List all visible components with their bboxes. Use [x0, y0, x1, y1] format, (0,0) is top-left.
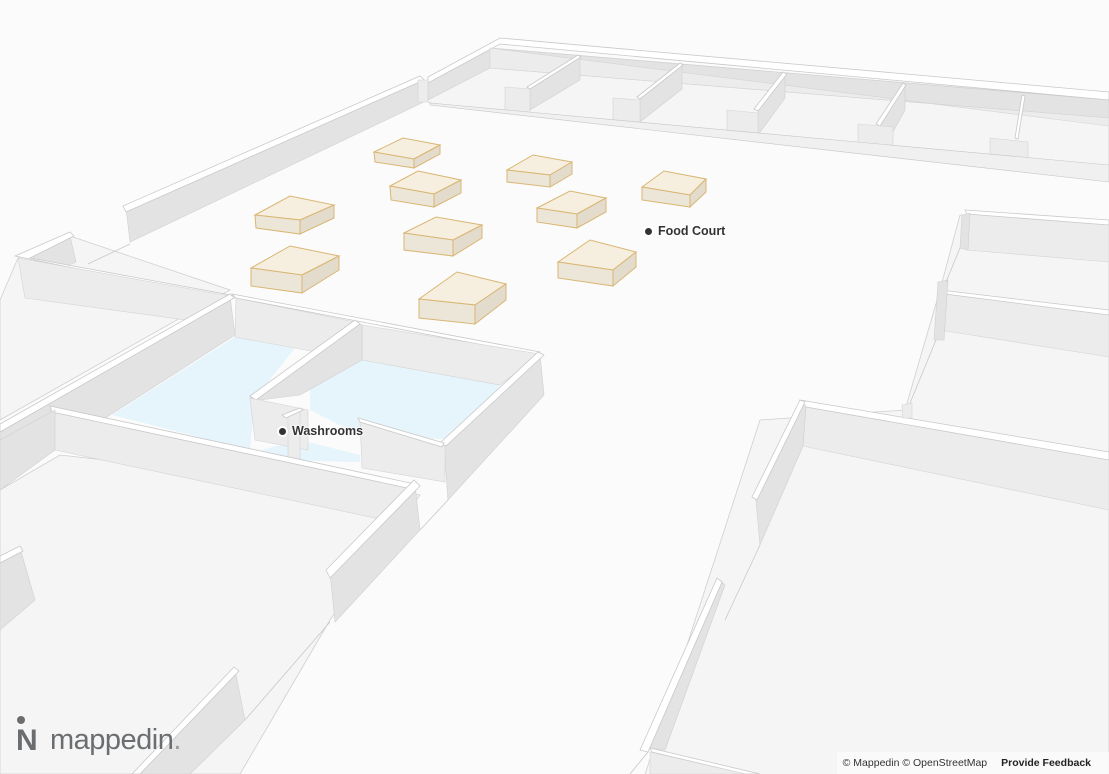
mappedin-logo: N mappedin. [16, 716, 181, 756]
attribution-bar: © Mappedin © OpenStreetMap Provide Feedb… [836, 752, 1109, 774]
walls-southwest [0, 545, 331, 774]
kiosk-9[interactable] [556, 239, 638, 288]
kiosk-7[interactable] [535, 190, 608, 229]
map-label-washrooms[interactable]: Washrooms [279, 424, 363, 438]
walls-east [629, 209, 1109, 774]
label-text: Washrooms [292, 424, 364, 438]
provide-feedback-link[interactable]: Provide Feedback [1001, 757, 1091, 769]
store-dividers-top [429, 54, 1109, 183]
wall-northwest [122, 75, 429, 243]
logo-wordmark: mappedin [50, 724, 174, 756]
mappedin-logo-icon: N [16, 716, 42, 756]
washroom-walls [0, 293, 545, 623]
map-label-food-court[interactable]: Food Court [645, 224, 725, 238]
washroom-floors [112, 337, 500, 462]
label-text: Food Court [658, 224, 726, 238]
kiosk-6[interactable] [402, 216, 484, 257]
kiosk-2[interactable] [388, 170, 463, 208]
kiosk-8[interactable] [249, 245, 341, 294]
food-court-kiosks [249, 137, 708, 326]
kiosk-4[interactable] [640, 170, 708, 209]
location-dot-icon [645, 227, 652, 235]
location-dot-icon [279, 427, 286, 435]
kiosk-10[interactable] [417, 271, 508, 326]
attribution-text: © Mappedin © OpenStreetMap [842, 757, 988, 769]
kiosk-1[interactable] [372, 137, 442, 169]
kiosk-3[interactable] [505, 154, 574, 188]
kiosk-5[interactable] [253, 195, 336, 235]
